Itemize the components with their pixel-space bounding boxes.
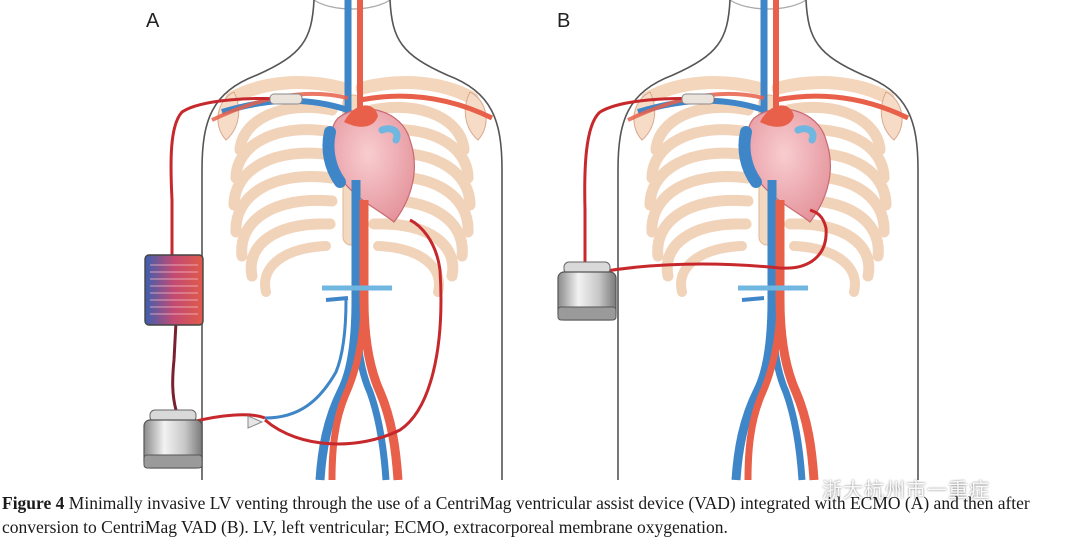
- panel-a-circuit: [143, 93, 443, 469]
- caption-label: Figure 4: [2, 493, 65, 513]
- figure-caption: Figure 4 Minimally invasive LV venting t…: [2, 491, 1078, 539]
- watermark: 浙大杭州市一重症: [790, 474, 990, 503]
- figure-illustration: A B: [143, 0, 1080, 490]
- panel-a-anatomy: [202, 0, 502, 480]
- panel-a-label: A: [146, 10, 160, 32]
- caption-text: Minimally invasive LV venting through th…: [2, 493, 1030, 537]
- watermark-text: 浙大杭州市一重症: [822, 478, 990, 502]
- wechat-icon: [790, 482, 816, 501]
- panel-b-label: B: [557, 10, 571, 32]
- panel-b-anatomy: [618, 0, 918, 480]
- panel-b-circuit: [557, 93, 828, 321]
